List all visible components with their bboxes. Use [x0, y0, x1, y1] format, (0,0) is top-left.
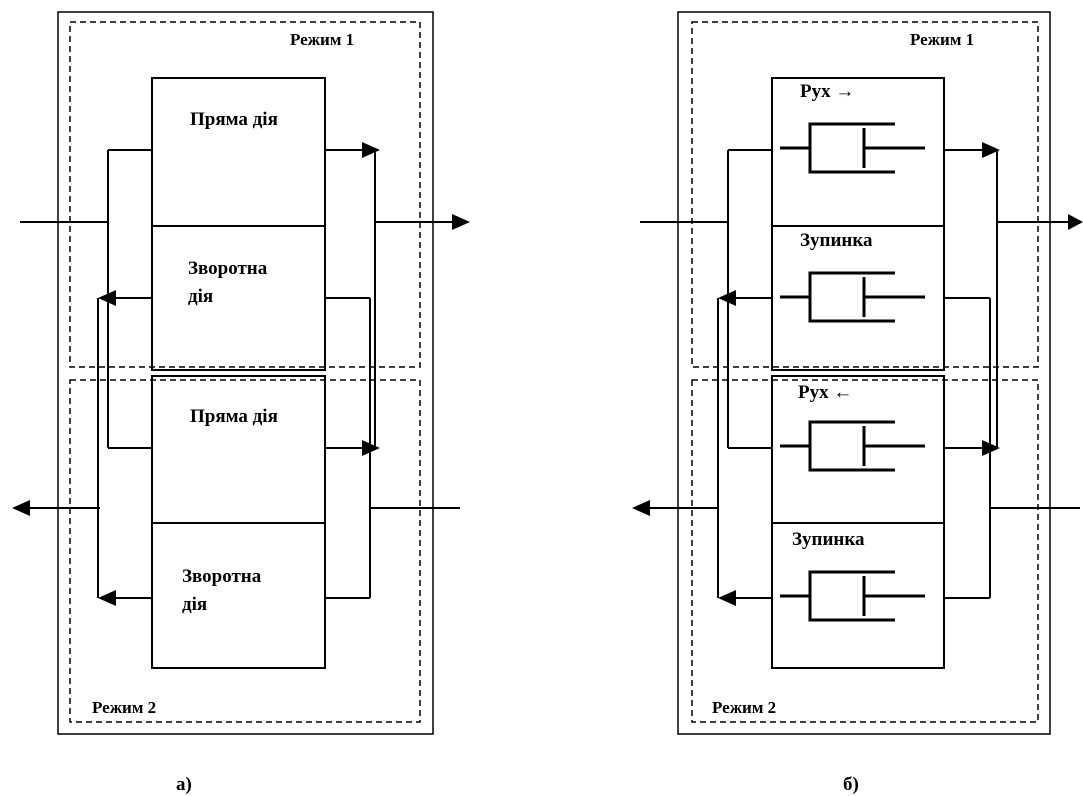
- mode1-label: Режим 1: [910, 30, 974, 49]
- block-label: Зворотна: [182, 566, 262, 587]
- block-label: Зворотна: [188, 258, 268, 279]
- caption-a: а): [176, 774, 192, 795]
- arrowhead: [982, 142, 1000, 158]
- block-label: Пряма дія: [190, 109, 278, 130]
- block-label: Пряма дія: [190, 406, 278, 427]
- block-label: Рух ←: [798, 382, 852, 403]
- caption-b: б): [843, 774, 859, 795]
- block-label: Зупинка: [800, 230, 873, 251]
- mode2-frame: [69, 379, 421, 723]
- block-label: дія: [182, 594, 207, 615]
- mode1-frame: [69, 21, 421, 368]
- block-upper: [771, 77, 945, 371]
- arrowhead: [98, 290, 116, 306]
- valve-symbol-icon: [778, 271, 927, 323]
- outer-frame: [677, 11, 1051, 735]
- arrowhead: [718, 590, 736, 606]
- diagram-b: Режим 1 Режим 2 Рух → Зупинка Рух ← Зупи…: [632, 11, 1083, 795]
- mode1-frame: [691, 21, 1039, 368]
- valve-symbol-icon: [778, 122, 927, 174]
- mode2-label: Режим 2: [712, 698, 776, 717]
- mode2-label: Режим 2: [92, 698, 156, 717]
- arrowhead: [718, 290, 736, 306]
- arrowhead: [632, 500, 650, 516]
- block-upper: [151, 77, 326, 371]
- arrowhead: [1068, 214, 1083, 230]
- arrowhead: [12, 500, 30, 516]
- arrowhead: [452, 214, 470, 230]
- arrowhead: [98, 590, 116, 606]
- valve-symbol-icon: [778, 570, 927, 622]
- mode1-label: Режим 1: [290, 30, 354, 49]
- arrowhead: [362, 142, 380, 158]
- valve-symbol-icon: [778, 420, 927, 472]
- outer-frame: [57, 11, 434, 735]
- block-label: Рух →: [800, 81, 854, 102]
- block-label: дія: [188, 286, 213, 307]
- block-label: Зупинка: [792, 529, 865, 550]
- diagram-a: Режим 1 Режим 2 Пряма дія Зворотна дія П…: [12, 11, 470, 795]
- mode2-frame: [691, 379, 1039, 723]
